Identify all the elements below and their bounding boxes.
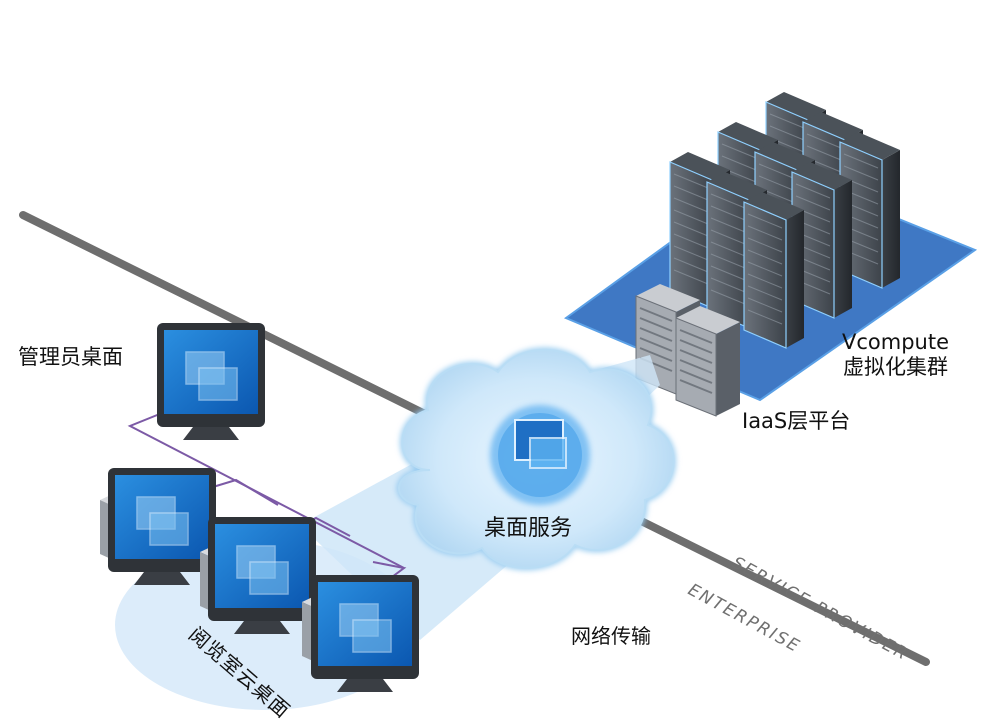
vcompute-label-line1: Vcompute: [842, 330, 950, 354]
desktop-service-icon: [490, 405, 590, 505]
iaas-platform-label: IaaS层平台: [742, 409, 851, 433]
admin-monitor-icon: [156, 322, 266, 441]
admin-desktop-label: 管理员桌面: [18, 345, 123, 369]
vcompute-cluster-label: Vcompute 虚拟化集群: [842, 330, 949, 380]
network-transfer-label: 网络传输: [571, 624, 651, 648]
desktop-service-label: 桌面服务: [484, 516, 573, 541]
vcompute-label-line2: 虚拟化集群: [843, 355, 948, 380]
